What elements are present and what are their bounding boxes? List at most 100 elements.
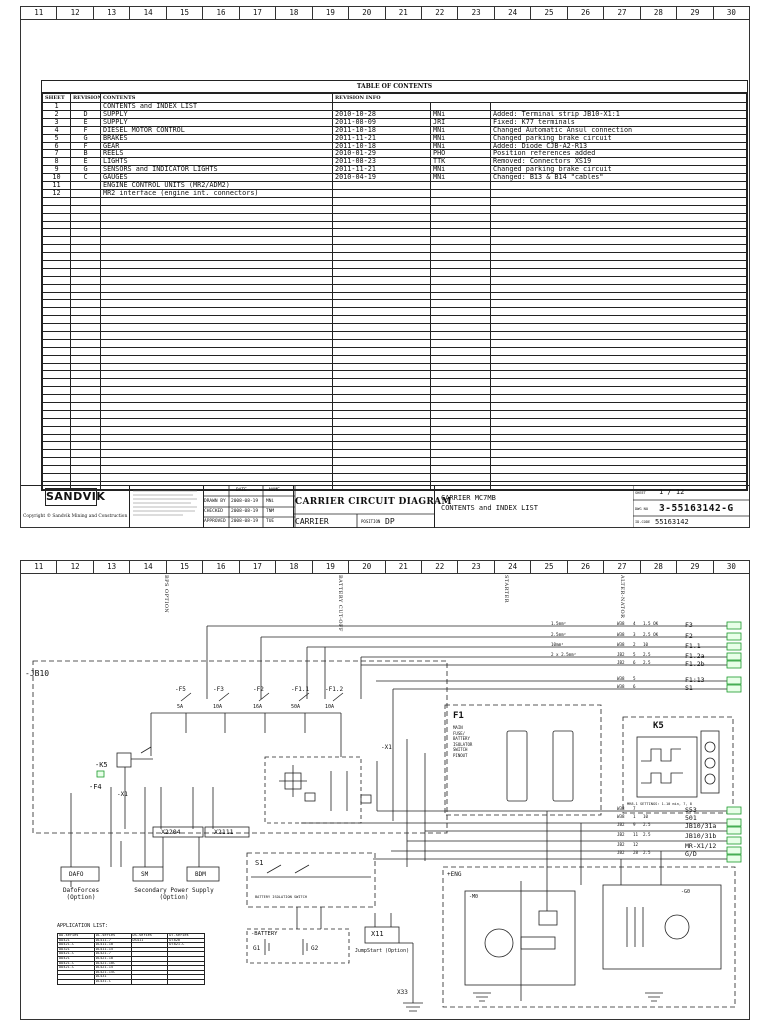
toc-cell-empty	[70, 252, 101, 261]
toc-cell-empty	[430, 457, 491, 467]
toc-cell-empty	[42, 354, 71, 364]
toc-cell-empty	[42, 212, 71, 222]
toc-cell-empty	[430, 236, 491, 246]
toc-cell-empty	[430, 220, 491, 230]
toc-cell-empty	[70, 267, 101, 277]
toc-cell-empty	[430, 331, 491, 340]
ruler-column: 26	[568, 7, 605, 19]
ruler-column: 22	[422, 561, 459, 573]
toc-cell-empty	[430, 449, 491, 459]
toc-cell-by: MNi	[430, 109, 491, 119]
table-of-contents: TABLE OF CONTENTS SHEET REVISION CONTENT…	[41, 80, 748, 491]
toc-cell-empty	[490, 449, 747, 459]
ruler-column: 12	[57, 7, 94, 19]
toc-cell-empty	[70, 354, 101, 364]
date-label: DATE	[236, 488, 247, 493]
ruler-column: 24	[495, 561, 532, 573]
toc-cell-empty	[490, 252, 747, 261]
wire-destination: F1.2a	[685, 652, 705, 660]
ruler-column: 13	[94, 561, 131, 573]
toc-cell-contents: SUPPLY	[100, 117, 333, 127]
toc-cell-empty	[42, 315, 71, 325]
toc-row-empty	[42, 449, 747, 459]
connector-x2204: X2204	[161, 828, 181, 836]
toc-cell-empty	[100, 473, 333, 482]
wire-destination: MR-X1/12	[685, 842, 717, 850]
toc-cell-empty	[490, 299, 747, 309]
toc-cell-empty	[100, 409, 333, 419]
wire-number: 5	[633, 676, 636, 681]
f1-line: MAIN	[453, 725, 463, 730]
toc-cell-empty	[42, 283, 71, 293]
toc-cell-empty	[430, 386, 491, 396]
toc-cell-date	[332, 102, 431, 111]
relay-k5: -K5	[95, 761, 108, 769]
toc-cell-empty	[332, 307, 431, 317]
toc-cell-empty	[490, 291, 747, 301]
toc-cell-empty	[490, 260, 747, 269]
toc-row-empty	[42, 260, 747, 269]
toc-cell-by: JRI	[430, 117, 491, 127]
toc-cell-empty	[332, 244, 431, 254]
drawing-description: CARRIER MC7MB CONTENTS and INDEX LIST	[441, 493, 538, 513]
toc-cell-empty	[42, 323, 71, 333]
wire-cable: W38	[617, 632, 625, 637]
approved-name: TUE	[266, 519, 275, 524]
toc-cell-empty	[430, 212, 491, 222]
fuse-f3: -F3	[213, 686, 224, 693]
toc-cell-empty	[490, 402, 747, 411]
toc-cell-empty	[430, 338, 491, 348]
wire-size: 10	[643, 642, 649, 647]
toc-cell-date: 2011-11-21	[332, 133, 431, 143]
toc-cell-contents: GAUGES	[100, 173, 333, 183]
toc-row-empty	[42, 354, 747, 364]
toc-row-empty	[42, 299, 747, 309]
wire-destination: F1:13	[685, 676, 705, 684]
toc-cell-empty	[70, 386, 101, 396]
toc-cell-empty	[100, 449, 333, 459]
toc-cell-info: Changed parking brake circuit	[490, 133, 747, 143]
toc-cell-sheet: 8	[42, 157, 71, 167]
toc-cell-info: Removed: Connectors XS19	[490, 157, 747, 167]
toc-header-contents: CONTENTS	[100, 93, 333, 103]
toc-row-empty	[42, 307, 747, 317]
toc-row-empty	[42, 409, 747, 419]
toc-cell-info: Position references added	[490, 149, 747, 159]
ruler-column: 18	[276, 561, 313, 573]
toc-cell-empty	[70, 291, 101, 301]
toc-row-empty	[42, 473, 747, 482]
toc-cell-empty	[332, 283, 431, 293]
ruler-column: 28	[641, 7, 678, 19]
toc-cell-rev: F	[70, 141, 101, 151]
toc-cell-empty	[42, 457, 71, 467]
toc-cell-info	[490, 188, 747, 198]
terminal-x1: -X1	[117, 791, 128, 798]
toc-cell-empty	[100, 196, 333, 206]
toc-cell-rev: G	[70, 165, 101, 175]
wire-cable: JB2	[617, 652, 625, 657]
app-cell	[167, 978, 205, 985]
toc-cell-by: PHO	[430, 149, 491, 159]
wire-cable: JB2	[617, 822, 625, 827]
k5-note: MR8-1 SETTINGS: 1-10 min, 7, 8	[627, 802, 692, 806]
toc-cell-empty	[42, 260, 71, 269]
toc-cell-empty	[70, 473, 101, 482]
toc-cell-empty	[100, 362, 333, 372]
toc-cell-empty	[332, 323, 431, 333]
toc-cell-date: 2011-11-21	[332, 165, 431, 175]
drawing-subtitle: CARRIER	[295, 517, 329, 526]
ruler-column: 24	[495, 7, 532, 19]
toc-cell-empty	[332, 441, 431, 451]
toc-cell-empty	[332, 457, 431, 467]
toc-cell-empty	[430, 260, 491, 269]
toc-cell-empty	[70, 457, 101, 467]
wire-destination: JB10/31b	[685, 832, 717, 840]
wire-cable: W38	[617, 814, 625, 819]
toc-cell-rev	[70, 188, 101, 198]
toc-cell-empty	[100, 260, 333, 269]
f1-line: PINOUT	[453, 752, 468, 758]
